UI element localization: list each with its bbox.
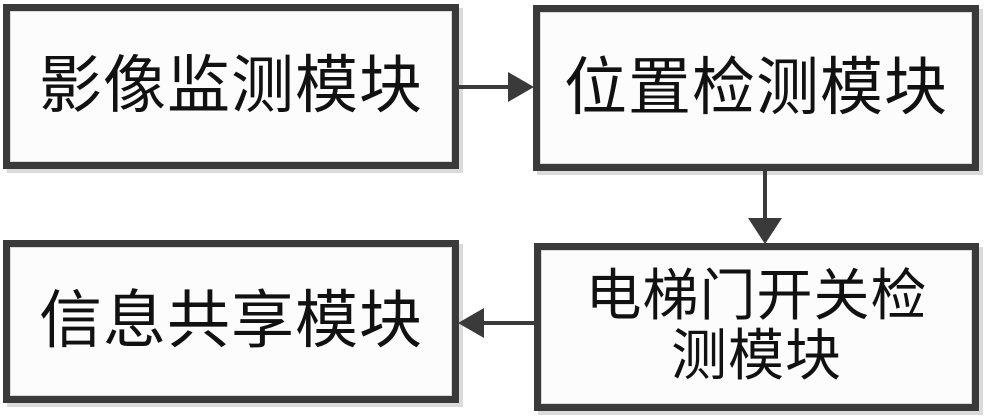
connector-image-monitor-to-position-detect-line [459,85,513,89]
arrow-left-icon [458,308,484,338]
node-door-switch-label: 电梯门开关检 测模块 [585,263,928,389]
node-door-switch-inner: 电梯门开关检 测模块 [541,250,972,404]
connector-door-switch-to-info-share-line [484,321,536,325]
node-position-detect-inner: 位置检测模块 [540,12,972,164]
arrow-right-icon [508,72,534,102]
node-position-detect[interactable]: 位置检测模块 [533,5,979,171]
node-image-monitor-inner: 影像监测模块 [10,11,452,162]
node-info-share-inner: 信息共享模块 [10,247,452,396]
node-door-switch[interactable]: 电梯门开关检 测模块 [534,243,979,411]
node-image-monitor[interactable]: 影像监测模块 [3,4,459,169]
connector-position-detect-to-door-switch-line [763,171,767,223]
node-image-monitor-label: 影像监测模块 [39,49,423,123]
node-position-detect-label: 位置检测模块 [564,50,948,124]
arrow-down-icon [748,218,782,244]
node-info-share[interactable]: 信息共享模块 [3,240,459,403]
node-info-share-label: 信息共享模块 [39,284,423,358]
